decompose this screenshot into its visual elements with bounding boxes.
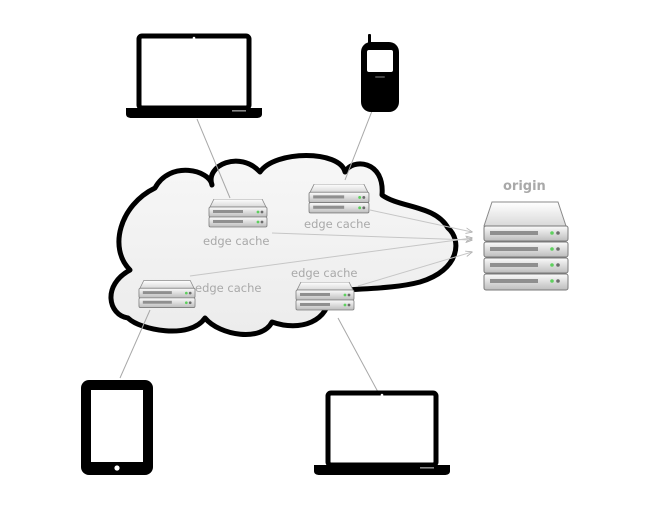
connector-laptop-top-to-edge bbox=[196, 118, 231, 199]
edge-server-icon bbox=[138, 280, 196, 309]
connector-tablet-to-edge bbox=[119, 309, 151, 379]
mobile-phone-icon bbox=[361, 34, 399, 112]
tablet-icon bbox=[81, 380, 153, 475]
laptop-icon bbox=[126, 33, 262, 118]
flow-line-3 bbox=[189, 238, 472, 277]
laptop-icon bbox=[314, 390, 450, 475]
edge-cache-label: edge cache bbox=[195, 281, 261, 295]
flow-line-1 bbox=[369, 209, 472, 232]
origin-label: origin bbox=[503, 179, 546, 194]
edge-cache-label: edge cache bbox=[304, 217, 370, 231]
edge-cache-label: edge cache bbox=[291, 266, 357, 280]
origin-server-icon bbox=[483, 201, 569, 291]
flow-line-4 bbox=[357, 252, 472, 287]
flow-line-2 bbox=[271, 232, 472, 240]
cdn-cloud bbox=[108, 153, 459, 337]
edge-server-icon bbox=[295, 282, 355, 311]
connector-phone-to-edge bbox=[344, 110, 373, 181]
connector-laptop-bottom-to-edge bbox=[337, 317, 379, 393]
edge-server-icon bbox=[208, 199, 268, 228]
edge-cache-label: edge cache bbox=[203, 234, 269, 248]
edge-server-icon bbox=[308, 184, 370, 214]
